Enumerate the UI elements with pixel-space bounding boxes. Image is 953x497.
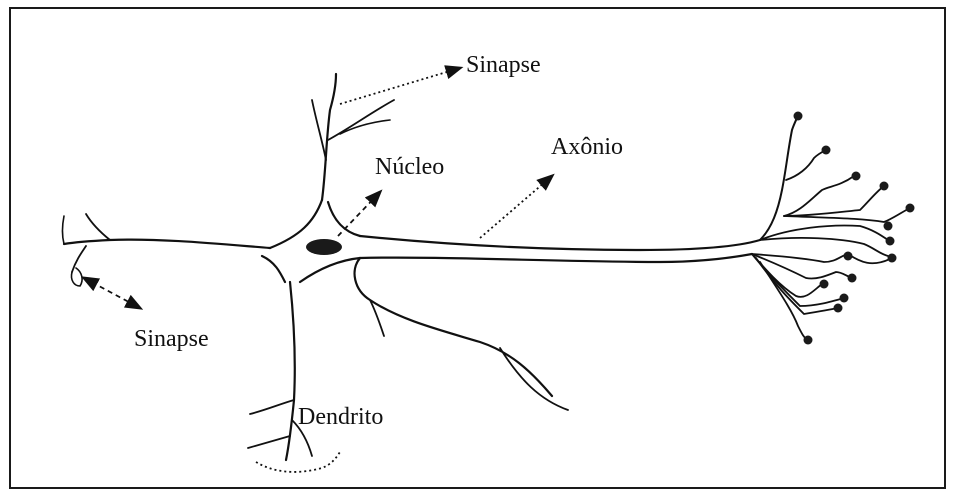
label-nucleus: Núcleo	[375, 154, 444, 180]
axon	[360, 236, 760, 250]
axon-terminal-branch-a	[786, 150, 826, 180]
dendrite-bottom-branch-1	[250, 400, 294, 414]
axon-lower-edge	[360, 254, 752, 262]
label-synapse-top: Sinapse	[466, 52, 541, 78]
dendrite-top-branch-left	[312, 100, 326, 160]
axon-terminal-branch-l	[760, 262, 808, 340]
label-axon: Axônio	[551, 134, 623, 160]
terminal-bulb	[848, 274, 857, 283]
terminal-bulb	[906, 204, 915, 213]
terminal-bulb	[886, 237, 895, 246]
terminal-bulb	[888, 254, 897, 263]
label-synapse-left: Sinapse	[134, 326, 209, 352]
dendrite-top-branch-right-2	[340, 120, 390, 134]
pointer-dendrite	[256, 452, 340, 472]
terminal-bulb	[834, 304, 843, 313]
dendrite-left-branch-3	[63, 216, 65, 244]
pointer-synapse-left	[84, 278, 140, 308]
axon-terminal-branch-b	[784, 176, 854, 216]
axon-terminal-branch-h	[752, 254, 852, 279]
dendrite-left-branch-2	[72, 246, 86, 272]
diagram-border	[10, 8, 945, 488]
label-dendrite: Dendrito	[298, 404, 383, 430]
axon-terminal-branch-f	[760, 238, 888, 256]
terminal-bulb	[840, 294, 849, 303]
dendrite-bottom-branch-2	[248, 436, 290, 448]
dendrite-bottom	[286, 282, 295, 460]
terminal-bulb	[880, 182, 889, 191]
pointer-synapse-top	[340, 68, 460, 104]
axon-terminal-branch-c	[784, 186, 884, 216]
terminal-bulb	[844, 252, 853, 261]
dendrite-lower-right	[355, 258, 552, 396]
nucleus	[306, 239, 342, 255]
terminal-bulb	[884, 222, 893, 231]
terminal-bulb	[822, 146, 831, 155]
terminal-bulb	[852, 172, 861, 181]
dendrite-left-branch-1	[86, 214, 110, 240]
terminal-bulb	[820, 280, 829, 289]
terminal-bulb	[794, 112, 803, 121]
terminal-bulb	[804, 336, 813, 345]
cell-body-outline	[262, 200, 360, 282]
pointer-axon	[480, 176, 552, 238]
dendrite-left	[64, 240, 270, 248]
pointer-nucleus	[338, 192, 380, 236]
